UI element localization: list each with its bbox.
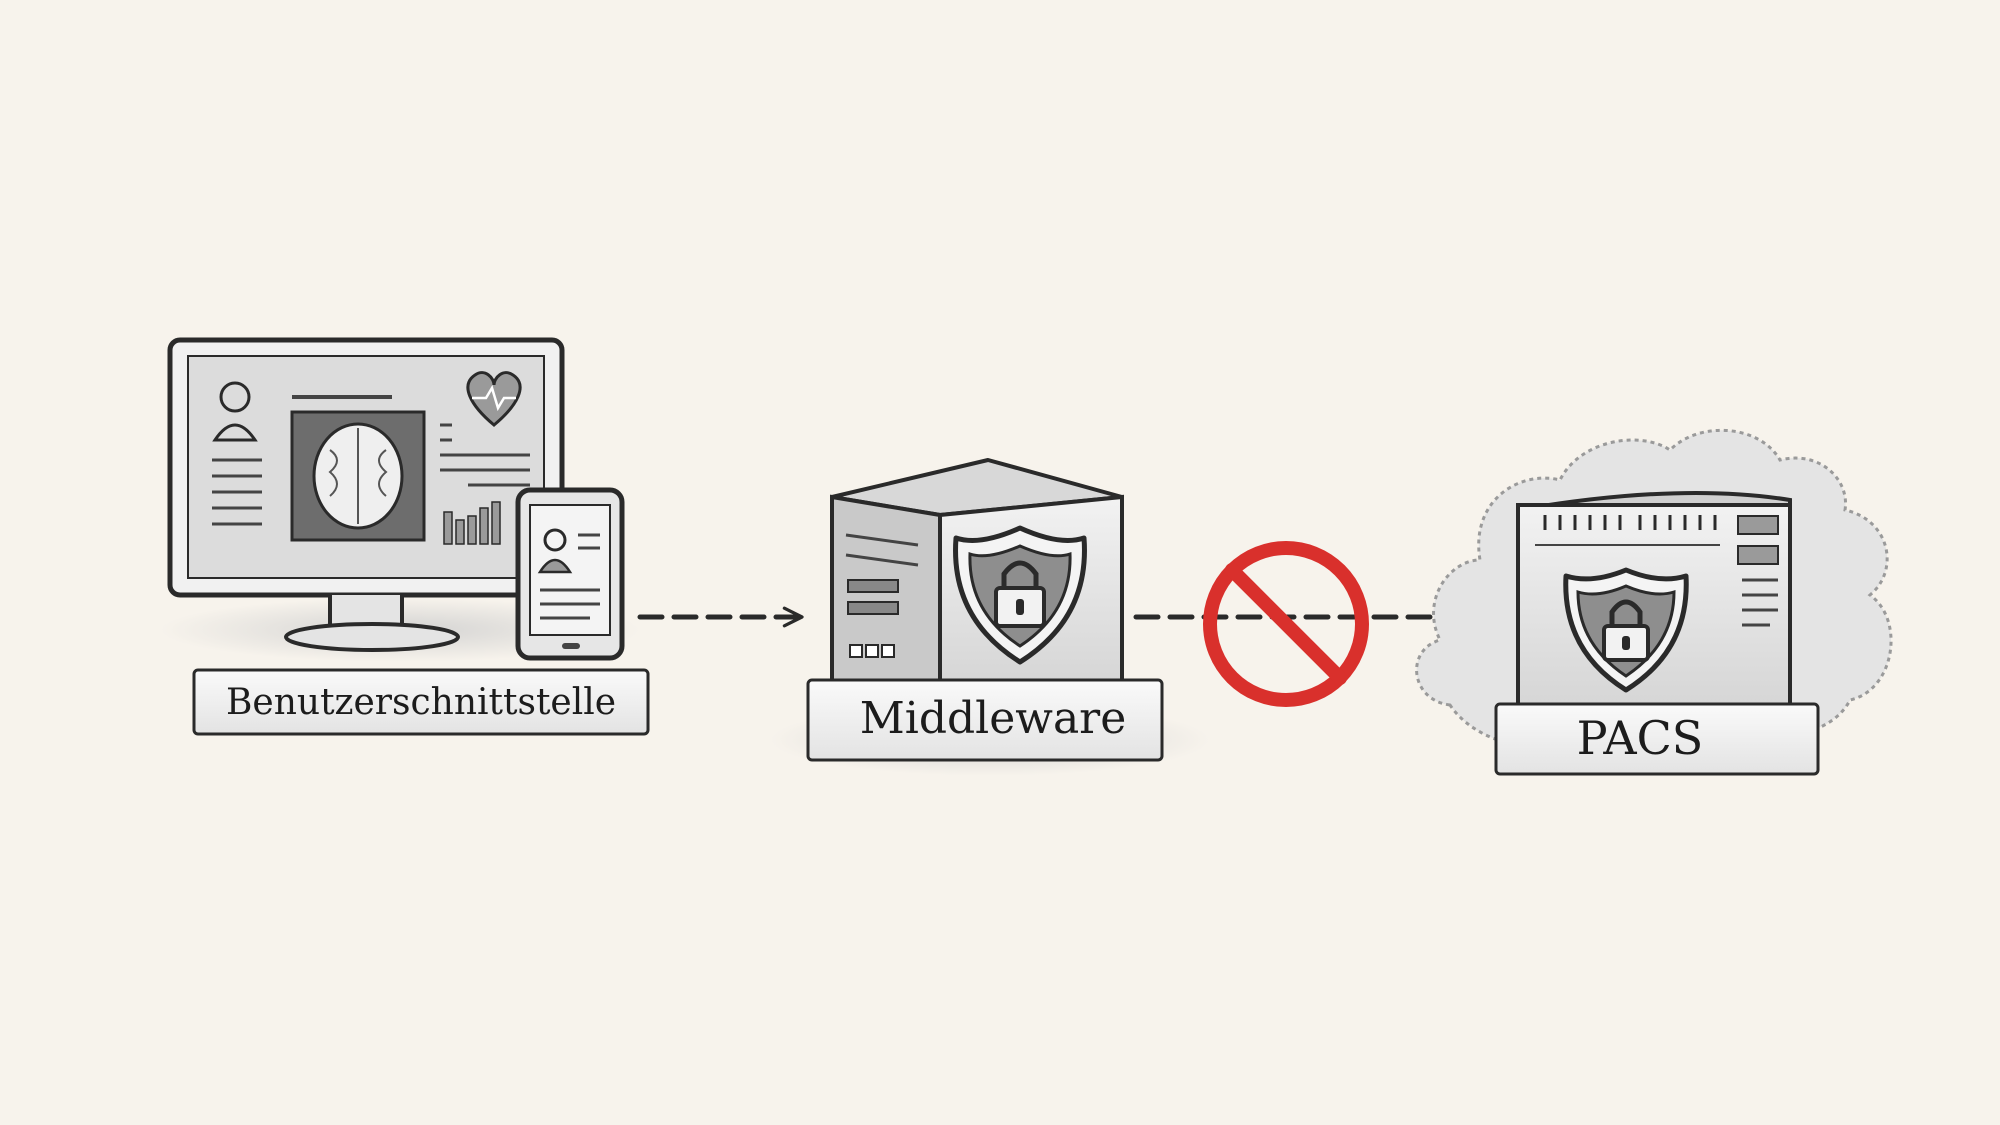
shield-lock-icon <box>1563 567 1689 693</box>
middleware-node: Middleware <box>770 458 1210 776</box>
middleware-label: Middleware <box>860 693 1127 744</box>
ui-node: Benutzerschnittstelle <box>160 337 650 736</box>
pacs-label-box <box>1494 702 1820 776</box>
server-icon <box>1516 490 1792 707</box>
ui-label-box <box>192 668 650 736</box>
phone-icon <box>515 487 625 661</box>
middleware-label-box <box>806 678 1164 762</box>
monitor-icon <box>167 337 565 652</box>
ui-label: Benutzerschnittstelle <box>226 682 616 723</box>
pacs-node: PACS <box>1415 428 1893 776</box>
shield-lock-icon <box>953 525 1087 665</box>
prohibited-icon <box>1203 541 1369 707</box>
pacs-label: PACS <box>1577 711 1704 765</box>
